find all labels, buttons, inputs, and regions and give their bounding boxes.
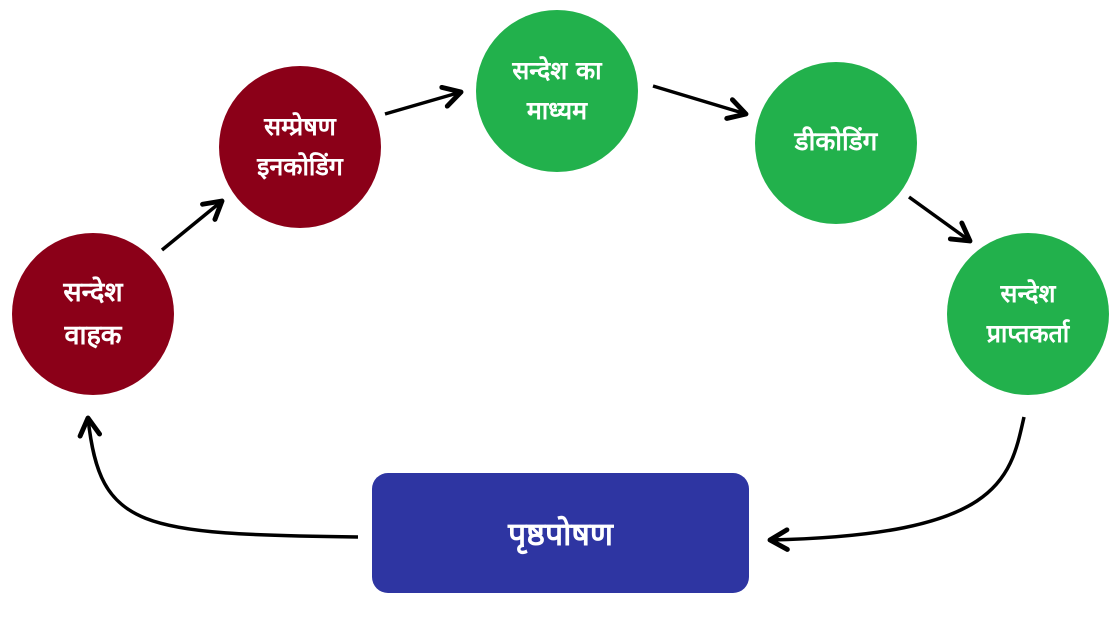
channel-node: सन्देश का माध्यम: [476, 10, 638, 172]
channel-label-line1: सन्देश का: [512, 56, 602, 85]
arrow-sender-to-encoding: [160, 198, 225, 252]
sender-node: सन्देश वाहक: [12, 233, 174, 395]
encoding-label-line2: इनकोडिंग: [257, 152, 343, 181]
decoding-node: डीकोडिंग: [755, 62, 917, 224]
receiver-label-line2: प्राप्तकर्ता: [986, 319, 1070, 348]
arrow-channel-to-decoding: [652, 84, 749, 121]
encoding-node: सम्प्रेषण इनकोडिंग: [219, 66, 381, 228]
arrow-feedback-to-sender: [77, 415, 359, 539]
feedback-label: पृष्ठपोषण: [507, 514, 614, 553]
decoding-label: डीकोडिंग: [794, 127, 878, 158]
arrow-decoding-to-receiver: [907, 195, 973, 244]
sender-label-line1: सन्देश: [63, 276, 123, 308]
receiver-label-line1: सन्देश: [1000, 279, 1056, 308]
arrow-receiver-to-feedback: [767, 416, 1026, 552]
receiver-node: सन्देश प्राप्तकर्ता: [947, 233, 1109, 395]
feedback-box: पृष्ठपोषण: [372, 473, 749, 593]
encoding-label-line1: सम्प्रेषण: [264, 112, 336, 141]
channel-label-line2: माध्यम: [526, 96, 588, 125]
sender-label-line2: वाहक: [64, 320, 122, 351]
arrow-encoding-to-channel: [384, 84, 464, 116]
